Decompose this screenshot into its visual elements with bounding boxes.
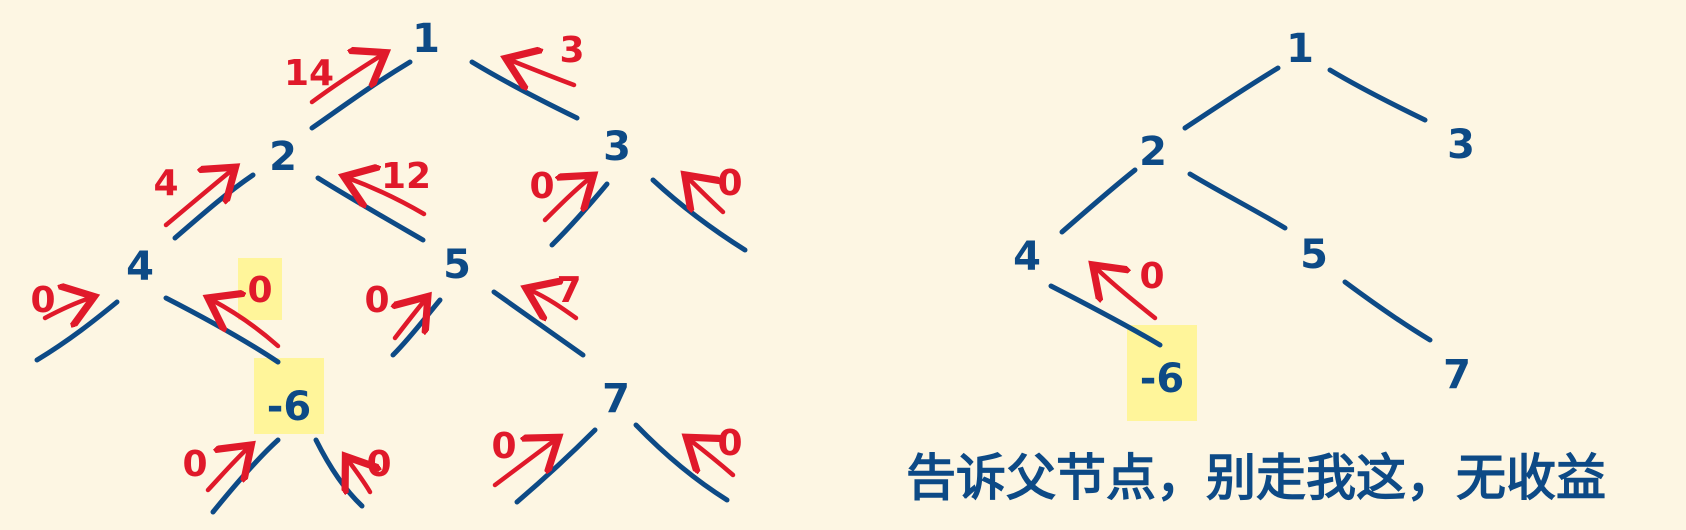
left-node-1: 1	[412, 16, 440, 62]
left-tree: 1 2 3 4 5 -6 7 14 3 4 12 0 0 0 0 0 7 0 0…	[30, 16, 748, 515]
right-node-7: 7	[1443, 352, 1471, 398]
arrow-7-to-5	[530, 290, 579, 318]
arrow-null-to-3-right	[688, 178, 726, 215]
edge-1-2	[309, 59, 413, 131]
right-node-2: 2	[1139, 129, 1167, 175]
left-value-edge-4-left-null: 0	[30, 280, 55, 321]
arrow-null-to-7-right	[690, 440, 736, 478]
arrow-5-to-2	[348, 178, 427, 217]
right-edge-1-2	[1182, 65, 1281, 131]
left-value-edge-5-left-null: 0	[364, 280, 389, 321]
arrow-null-to-7-left	[492, 440, 555, 488]
right-node-5: 5	[1300, 232, 1328, 278]
right-node-1: 1	[1286, 26, 1314, 72]
right-edge-1-3	[1327, 67, 1428, 123]
left-node-7: 7	[602, 376, 630, 422]
edge-3-right-null	[650, 177, 748, 253]
right-edge-2-4	[1059, 167, 1138, 235]
edge-6-right-null	[313, 437, 365, 509]
right-edge-5-7	[1342, 279, 1433, 343]
arrow-null-to-5-left	[395, 300, 425, 341]
highlight-node-minus-6	[254, 358, 324, 434]
highlight-node-minus-6-right	[1127, 325, 1197, 421]
right-value-edge-4-6: 0	[1139, 256, 1164, 297]
left-value-edge-7-left-null: 0	[491, 426, 516, 467]
right-tree: 1 2 3 4 5 -6 7 0 告诉父节点，别走我这，无收益	[906, 26, 1606, 507]
right-node-4: 4	[1013, 234, 1041, 280]
left-value-edge-6-right-null: 0	[366, 444, 391, 485]
edge-3-left-null	[549, 181, 610, 248]
right-node-3: 3	[1447, 122, 1475, 168]
edge-5-7	[491, 289, 586, 358]
left-value-edge-5-7: 7	[556, 270, 581, 311]
right-edge-2-5	[1187, 171, 1288, 231]
left-value-edge-7-right-null: 0	[717, 423, 742, 464]
arrow-null-to-4-left	[42, 298, 90, 318]
right-arrow-6-to-4	[1096, 268, 1158, 321]
left-value-edge-1-2: 14	[284, 53, 334, 94]
caption-text: 告诉父节点，别走我这，无收益	[906, 449, 1606, 507]
arrow-6-to-4	[212, 300, 281, 349]
left-node-minus-6: -6	[267, 384, 311, 430]
left-node-5: 5	[443, 242, 471, 288]
arrow-null-to-3-left	[542, 178, 590, 223]
arrow-null-to-6-left	[205, 448, 248, 493]
left-node-3: 3	[603, 124, 631, 170]
right-node-minus-6: -6	[1140, 356, 1184, 402]
left-value-edge-2-4: 4	[153, 163, 178, 204]
arrow-null-to-6-right	[348, 460, 370, 492]
arrow-2-to-1	[309, 55, 382, 105]
left-value-edge-1-3: 3	[559, 30, 584, 71]
right-edge-4-6	[1048, 283, 1163, 348]
left-value-edge-4-6: 0	[247, 270, 272, 311]
left-value-edge-2-5: 12	[381, 156, 431, 197]
arrow-3-to-1	[510, 60, 577, 85]
left-value-edge-3-right-null: 0	[717, 163, 742, 204]
edge-4-left-null	[34, 299, 120, 363]
left-value-edge-3-left-null: 0	[529, 166, 554, 207]
left-value-edge-6-left-null: 0	[182, 444, 207, 485]
arrow-4-to-2	[163, 170, 232, 228]
edge-7-right-null	[633, 422, 730, 503]
left-node-4: 4	[126, 244, 154, 290]
left-node-2: 2	[269, 134, 297, 180]
